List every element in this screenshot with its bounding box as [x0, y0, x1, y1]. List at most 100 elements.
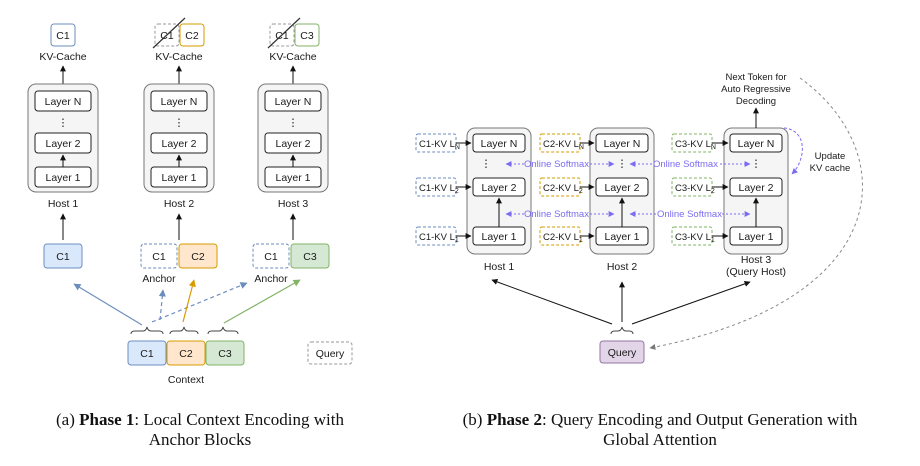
layer-1-label: Layer 1	[604, 231, 639, 243]
online-softmax-label: Online Softmax	[653, 159, 718, 170]
host1-p1: Layer N ⋮ Layer 2 Layer 1	[27, 83, 99, 193]
online-softmax-label: Online Softmax	[657, 209, 722, 220]
online-softmax-label: Online Softmax	[524, 209, 589, 220]
query-placeholder-block	[307, 341, 353, 365]
svg-text:C2-KV L1: C2-KV L1	[543, 232, 583, 244]
layer-n-box	[34, 90, 92, 112]
query-block-label: Query	[608, 347, 637, 359]
layer-2-label: Layer 2	[738, 182, 773, 194]
c1-to-host1-arrow	[73, 283, 143, 326]
host3-label: Host 3	[278, 198, 309, 210]
layer-1-label: Layer 1	[45, 172, 80, 184]
kv-cache-c2-box	[179, 23, 205, 47]
caption-b-rest: : Query Encoding and Output Generation w…	[541, 410, 858, 429]
kv-labels-host1: C1-KV LN C1-KV L2 C1-KV L1	[415, 133, 472, 246]
discard-slash	[267, 17, 301, 49]
online-softmax-lower: Online Softmax Online Softmax	[505, 209, 751, 220]
kv-labels-host2: C2-KV LN C2-KV L2 C2-KV L1	[539, 133, 595, 246]
discard-slash	[152, 17, 186, 49]
host2-p2-label: Host 2	[607, 261, 638, 273]
context-c1-label: C1	[140, 348, 154, 360]
update-kv-line2: KV cache	[810, 163, 851, 174]
layer-1-label: Layer 1	[275, 172, 310, 184]
brace-c2	[169, 326, 199, 335]
anchor-c1-label: C1	[152, 251, 166, 263]
layer-2-label: Layer 2	[604, 182, 639, 194]
context-label: Context	[168, 374, 204, 386]
host2-p2-layers: Layer N ⋮ Layer 2 Layer 1	[595, 133, 649, 246]
layer-n-label: Layer N	[738, 138, 775, 150]
phase2-panel: Layer N ⋮ Layer 2 Layer 1 Layer N ⋮ Laye…	[415, 72, 863, 364]
brace-c1	[130, 326, 164, 335]
kv-cache-c2-label: C2	[185, 30, 199, 42]
c1-to-anchor2-arrow	[158, 289, 166, 321]
host1-p2-label: Host 1	[484, 261, 515, 273]
c1-to-anchor3-arrow	[151, 282, 248, 323]
input-c1-block	[43, 243, 83, 269]
kv-labels-host3: C3-KV LN C3-KV L2 C3-KV L1	[671, 133, 729, 246]
layer-2-label: Layer 2	[275, 138, 310, 150]
context-c1-block	[127, 340, 167, 366]
caption-b: (b) Phase 2: Query Encoding and Output G…	[400, 410, 920, 450]
kv-cache-label-1: KV-Cache	[39, 51, 86, 63]
update-kv-line1: Update	[815, 151, 846, 162]
layer-n-label: Layer N	[161, 96, 198, 108]
layer-1-label: Layer 1	[481, 231, 516, 243]
layer-2-box	[34, 132, 92, 154]
caption-a-bold: Phase 1	[79, 410, 135, 429]
layer-n-label: Layer N	[275, 96, 312, 108]
c2-to-host2-arrow	[182, 279, 196, 323]
caption-b-prefix: (b)	[462, 410, 487, 429]
brace-c3	[207, 326, 239, 335]
anchor-label-1: Anchor	[142, 273, 176, 285]
svg-text:C2-KV LN: C2-KV LN	[543, 139, 584, 151]
next-token-line1: Next Token for	[725, 72, 786, 83]
input-c1-label: C1	[56, 251, 70, 263]
anchor-label-2: Anchor	[254, 273, 288, 285]
layer-2-label: Layer 2	[481, 182, 516, 194]
input-c3-block	[290, 243, 330, 269]
caption-a: (a) Phase 1: Local Context Encoding with…	[0, 410, 400, 450]
kv-cache-c3-box	[294, 23, 320, 47]
svg-text:C1-KV LN: C1-KV LN	[419, 139, 460, 151]
anchor-c1-block	[252, 243, 290, 269]
kv-cache-c3-label: C3	[300, 30, 314, 42]
host1-label: Host 1	[48, 198, 79, 210]
kv-cache-c1-anchor-label: C1	[160, 30, 174, 42]
context-c2-block	[166, 340, 206, 366]
svg-text:C3-KV L1: C3-KV L1	[675, 232, 715, 244]
layer-n-label: Layer N	[481, 138, 518, 150]
kv-cache-c1-box	[50, 23, 76, 47]
context-c3-block	[205, 340, 245, 366]
vdots: ⋮	[288, 117, 299, 129]
host3-p1: Layer N ⋮ Layer 2 Layer 1	[257, 83, 329, 193]
host3-p2-layers: Layer N ⋮ Layer 2 Layer 1	[729, 133, 783, 246]
vdots: ⋮	[174, 117, 185, 129]
online-softmax-upper: Online Softmax Online Softmax	[505, 159, 751, 170]
caption-a-rest: : Local Context Encoding with	[134, 410, 344, 429]
autoregressive-feedback-arrow	[649, 77, 863, 350]
svg-text:C1-KV L2: C1-KV L2	[419, 183, 459, 195]
layer-1-label: Layer 1	[738, 231, 773, 243]
input-c2-label: C2	[191, 251, 205, 263]
anchor-c1-block	[140, 243, 178, 269]
caption-b-bold: Phase 2	[486, 410, 542, 429]
layer-n-label: Layer N	[45, 96, 82, 108]
next-token-line3: Decoding	[736, 96, 776, 107]
host2-label: Host 2	[164, 198, 195, 210]
svg-text:C2-KV L2: C2-KV L2	[543, 183, 583, 195]
caption-a-prefix: (a)	[55, 410, 80, 429]
layer-2-label: Layer 2	[161, 138, 196, 150]
svg-text:C3-KV L2: C3-KV L2	[675, 183, 715, 195]
input-c3-label: C3	[303, 251, 317, 263]
kv-cache-c1-label: C1	[56, 30, 70, 42]
input-c2-block	[178, 243, 218, 269]
query-host-label: (Query Host)	[726, 266, 786, 278]
layer-n-label: Layer N	[604, 138, 641, 150]
query-placeholder-label: Query	[316, 348, 345, 360]
caption-a-line2: Anchor Blocks	[148, 430, 252, 449]
caption-b-line2: Global Attention	[603, 430, 717, 449]
vdots: ⋮	[617, 158, 628, 170]
host3-p2-label: Host 3	[741, 254, 772, 266]
c3-to-host3-arrow	[223, 279, 301, 324]
